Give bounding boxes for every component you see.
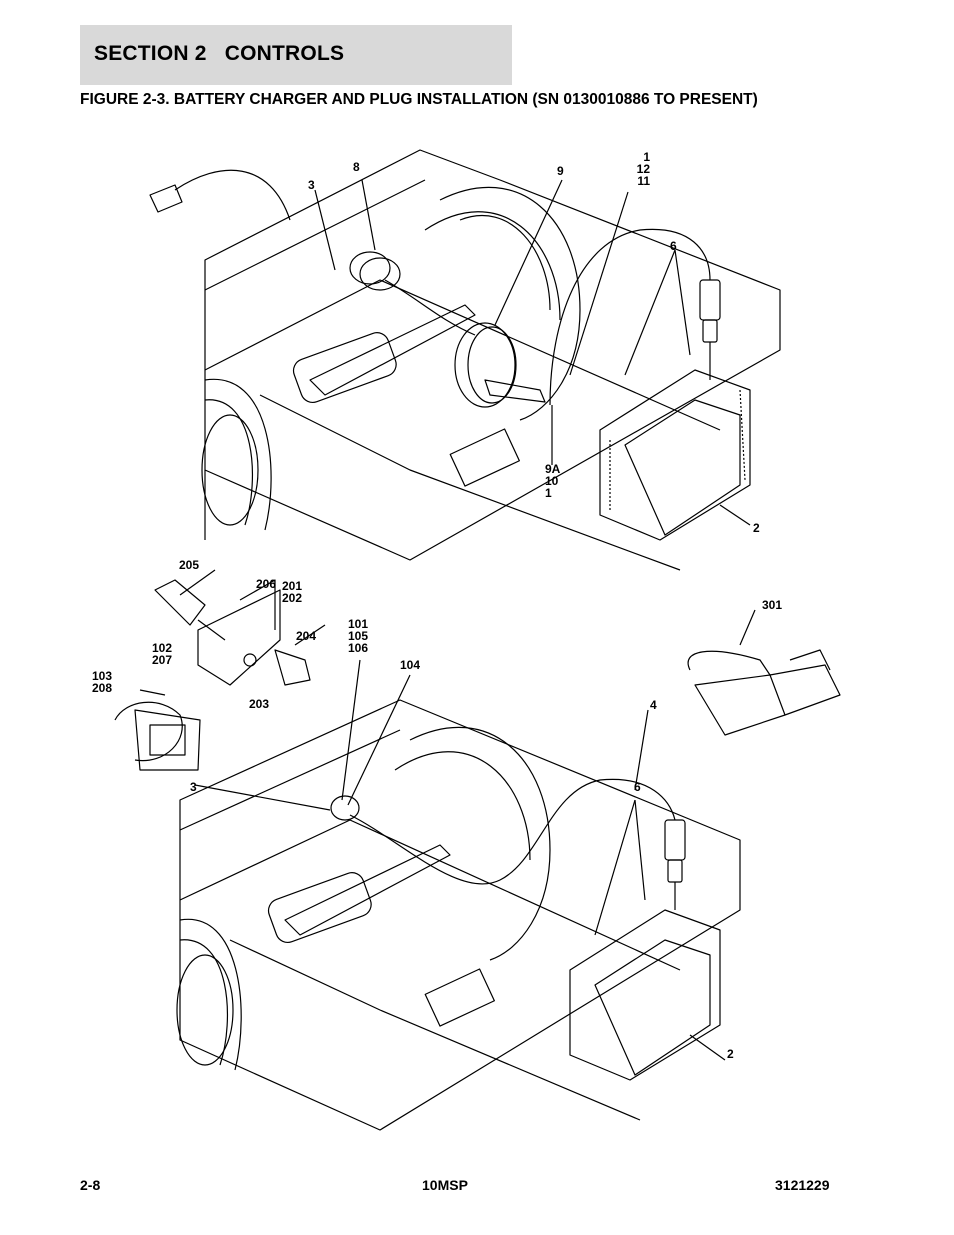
callout-9a-10-1: 9A 10 1 — [545, 462, 561, 500]
callout-2-top: 2 — [753, 521, 760, 535]
document-number: 3121229 — [775, 1177, 830, 1193]
callout-4: 4 — [650, 698, 657, 712]
callout-3-top: 3 — [308, 178, 315, 192]
callout-204: 204 — [296, 629, 317, 643]
callout-101-105-106: 101 105 106 — [348, 617, 369, 655]
callout-205: 205 — [179, 558, 200, 572]
callout-3-bottom: 3 — [190, 780, 197, 794]
callout-301: 301 — [762, 598, 783, 612]
callout-6-bottom: 6 — [634, 780, 641, 794]
page-number: 2-8 — [80, 1177, 101, 1193]
section-banner: SECTION 2 CONTROLS — [80, 25, 512, 85]
callout-1-12-11: 1 12 11 — [636, 150, 650, 188]
battery-charger-illustration — [114, 149, 841, 1131]
callout-8: 8 — [353, 160, 360, 174]
callout-6-top: 6 — [670, 239, 677, 253]
callout-103-208: 103 208 — [92, 669, 113, 695]
top-assembly — [149, 149, 781, 571]
section-title: SECTION 2 CONTROLS — [94, 42, 345, 65]
figure-title: FIGURE 2-3. BATTERY CHARGER AND PLUG INS… — [80, 91, 758, 108]
exploded-plug-parts — [114, 569, 841, 771]
model-name: 10MSP — [422, 1177, 468, 1193]
callout-203: 203 — [249, 697, 270, 711]
callout-102-207: 102 207 — [152, 641, 173, 667]
callout-9: 9 — [557, 164, 564, 178]
callout-206: 206 — [256, 577, 277, 591]
callout-2-bottom: 2 — [727, 1047, 734, 1061]
callout-104: 104 — [400, 658, 421, 672]
bottom-assembly — [176, 659, 741, 1131]
callout-201-202: 201 202 — [282, 579, 303, 605]
